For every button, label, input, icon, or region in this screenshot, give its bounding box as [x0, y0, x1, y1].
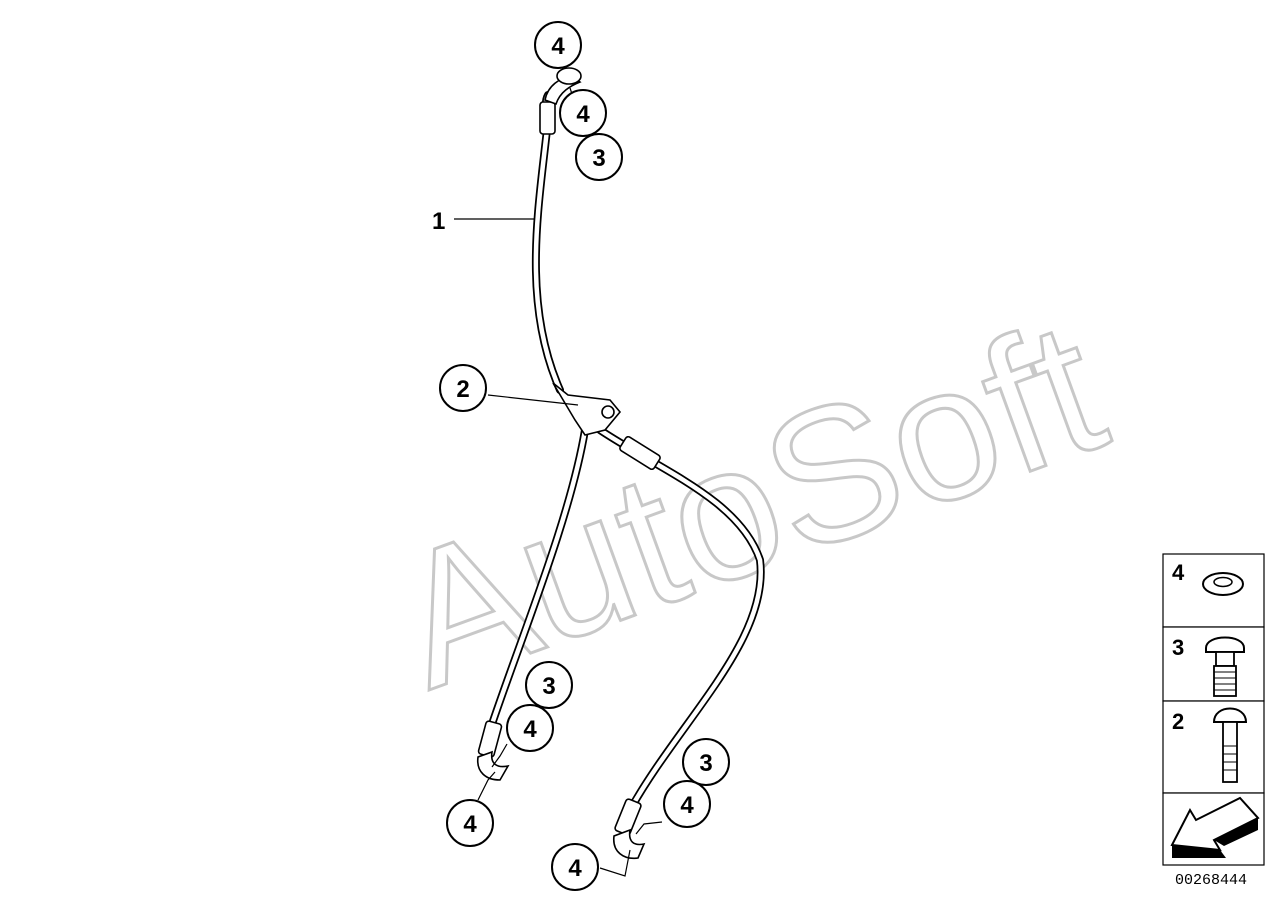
legend-label-4: 4 [1172, 560, 1185, 585]
right-hose-sleeve [619, 435, 661, 471]
svg-text:3: 3 [699, 750, 712, 777]
svg-text:2: 2 [456, 376, 469, 403]
junction-bolt [601, 405, 615, 419]
callout-left-4b: 4 [446, 799, 494, 847]
callout-top-3: 3 [575, 133, 623, 181]
callout-top-4a: 4 [534, 21, 582, 69]
legend-panel: 4 3 2 [1162, 553, 1265, 866]
washer-icon [1202, 572, 1244, 596]
top-washer [556, 67, 582, 85]
screw-icon [1212, 707, 1248, 783]
document-number: 00268444 [1175, 872, 1247, 889]
callout-left-4a: 4 [506, 704, 554, 752]
svg-text:3: 3 [592, 145, 605, 172]
callout-right-4a: 4 [663, 780, 711, 828]
right-banjo-fitting [613, 828, 646, 860]
svg-text:4: 4 [523, 716, 537, 743]
callout-top-4b: 4 [559, 89, 607, 137]
legend-label-3: 3 [1172, 635, 1184, 660]
callout-right-4b: 4 [551, 843, 599, 891]
banjo-bolt-icon [1205, 636, 1245, 697]
direction-arrow-icon [1170, 796, 1260, 858]
callout-right-3: 3 [682, 738, 730, 786]
legend-label-2: 2 [1172, 709, 1184, 734]
part-label-1: 1 [432, 208, 445, 235]
callout-left-3: 3 [525, 661, 573, 709]
watermark: AutoSoft [370, 280, 1127, 728]
top-hose-sleeve [539, 101, 556, 135]
svg-text:4: 4 [568, 855, 582, 882]
callout-2: 2 [439, 364, 487, 412]
svg-text:4: 4 [576, 101, 590, 128]
svg-text:4: 4 [551, 33, 565, 60]
junction-block [552, 382, 622, 436]
svg-text:4: 4 [463, 811, 477, 838]
svg-text:3: 3 [542, 673, 555, 700]
svg-text:4: 4 [680, 792, 694, 819]
